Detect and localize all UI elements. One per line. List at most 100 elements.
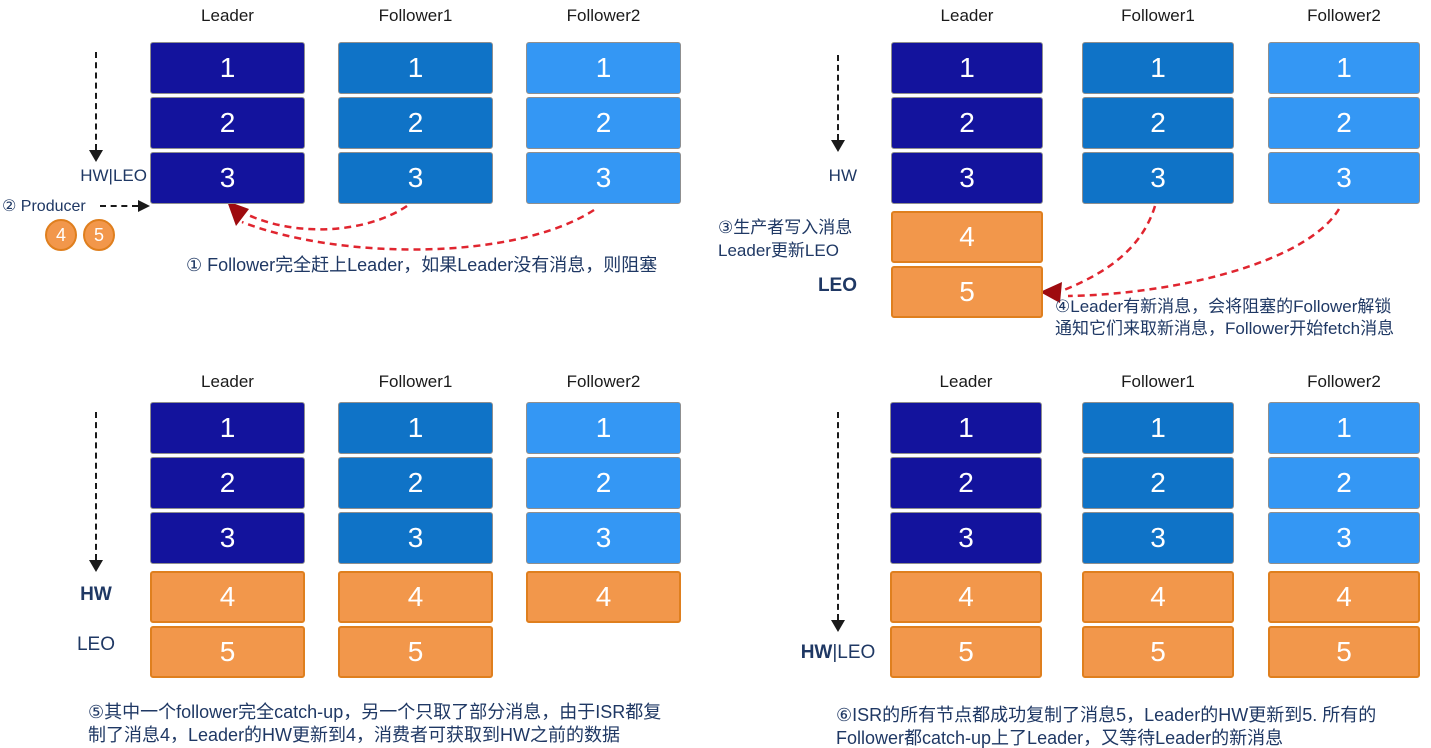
offset-pointer-arrowhead-icon bbox=[831, 140, 845, 152]
log-block-3: 3 bbox=[1082, 152, 1234, 204]
log-block-1: 1 bbox=[1268, 42, 1420, 94]
log-block-5: 5 bbox=[891, 266, 1043, 318]
step4-caption-line2: Follower都catch-up上了Leader，又等待Leader的新消息 bbox=[836, 728, 1284, 748]
pending-message-circle-5: 5 bbox=[83, 219, 115, 251]
log-block-1: 1 bbox=[891, 42, 1043, 94]
log-block-3: 3 bbox=[526, 152, 681, 204]
log-block-2: 2 bbox=[526, 457, 681, 509]
column-header-follower2: Follower2 bbox=[1307, 372, 1381, 391]
column-header-leader: Leader bbox=[201, 372, 254, 391]
log-block-1: 1 bbox=[890, 402, 1042, 454]
producer-arrow-line bbox=[100, 205, 138, 207]
log-block-2: 2 bbox=[526, 97, 681, 149]
log-block-2: 2 bbox=[150, 457, 305, 509]
leo-label: LEO bbox=[76, 634, 116, 655]
hw-leo-label: HW|LEO bbox=[80, 166, 147, 185]
log-block-2: 2 bbox=[1268, 97, 1420, 149]
log-block-1: 1 bbox=[526, 402, 681, 454]
offset-pointer-line bbox=[837, 412, 839, 620]
log-block-2: 2 bbox=[890, 457, 1042, 509]
log-block-1: 1 bbox=[338, 402, 493, 454]
log-block-2: 2 bbox=[338, 457, 493, 509]
log-block-2: 2 bbox=[891, 97, 1043, 149]
column-header-follower2: Follower2 bbox=[566, 6, 641, 25]
log-block-2: 2 bbox=[1082, 97, 1234, 149]
step3-caption-line2: 制了消息4，Leader的HW更新到4，消费者可获取到HW之前的数据 bbox=[88, 725, 621, 745]
step3-caption-line1: ⑤其中一个follower完全catch-up，另一个只取了部分消息，由于ISR… bbox=[88, 702, 662, 722]
offset-pointer-arrowhead-icon bbox=[89, 150, 103, 162]
column-header-follower1: Follower1 bbox=[378, 6, 453, 25]
step2-caption-line2: 通知它们来取新消息，Follower开始fetch消息 bbox=[1055, 319, 1395, 338]
log-block-4: 4 bbox=[150, 571, 305, 623]
log-block-4: 4 bbox=[526, 571, 681, 623]
log-block-1: 1 bbox=[1268, 402, 1420, 454]
leo-label: LEO bbox=[817, 275, 857, 296]
column-header-follower2: Follower2 bbox=[566, 372, 641, 391]
column-header-follower1: Follower1 bbox=[1121, 6, 1195, 25]
log-block-4: 4 bbox=[891, 211, 1043, 263]
column-header-leader: Leader bbox=[201, 6, 254, 25]
log-block-1: 1 bbox=[1082, 402, 1234, 454]
log-block-4: 4 bbox=[338, 571, 493, 623]
column-header-leader: Leader bbox=[940, 6, 994, 25]
log-block-3: 3 bbox=[891, 152, 1043, 204]
log-block-2: 2 bbox=[1268, 457, 1420, 509]
log-block-5: 5 bbox=[1268, 626, 1420, 678]
log-block-3: 3 bbox=[1268, 512, 1420, 564]
log-block-5: 5 bbox=[890, 626, 1042, 678]
offset-pointer-arrowhead-icon bbox=[831, 620, 845, 632]
log-block-3: 3 bbox=[1268, 152, 1420, 204]
column-header-follower1: Follower1 bbox=[378, 372, 453, 391]
producer-write-note-line2: Leader更新LEO bbox=[718, 241, 839, 260]
log-block-5: 5 bbox=[338, 626, 493, 678]
producer-write-note-line1: ③生产者写入消息 bbox=[718, 218, 853, 237]
hw-label: HW bbox=[80, 584, 112, 605]
log-block-2: 2 bbox=[1082, 457, 1234, 509]
pending-message-circle-4: 4 bbox=[45, 219, 77, 251]
log-block-3: 3 bbox=[150, 152, 305, 204]
log-block-1: 1 bbox=[150, 42, 305, 94]
log-block-4: 4 bbox=[1082, 571, 1234, 623]
log-block-3: 3 bbox=[1082, 512, 1234, 564]
log-block-3: 3 bbox=[338, 512, 493, 564]
log-block-1: 1 bbox=[150, 402, 305, 454]
log-block-4: 4 bbox=[890, 571, 1042, 623]
column-header-follower1: Follower1 bbox=[1121, 372, 1195, 391]
step1-caption: ① Follower完全赶上Leader，如果Leader没有消息，则阻塞 bbox=[186, 255, 658, 275]
log-block-2: 2 bbox=[338, 97, 493, 149]
step2-caption-line1: ④Leader有新消息，会将阻塞的Follower解锁 bbox=[1055, 297, 1392, 316]
column-header-follower2: Follower2 bbox=[1307, 6, 1381, 25]
offset-pointer-line bbox=[837, 55, 839, 140]
log-block-3: 3 bbox=[150, 512, 305, 564]
log-block-3: 3 bbox=[338, 152, 493, 204]
log-block-1: 1 bbox=[1082, 42, 1234, 94]
log-block-1: 1 bbox=[526, 42, 681, 94]
log-block-3: 3 bbox=[526, 512, 681, 564]
log-block-3: 3 bbox=[890, 512, 1042, 564]
log-block-1: 1 bbox=[338, 42, 493, 94]
log-block-5: 5 bbox=[1082, 626, 1234, 678]
log-block-4: 4 bbox=[1268, 571, 1420, 623]
